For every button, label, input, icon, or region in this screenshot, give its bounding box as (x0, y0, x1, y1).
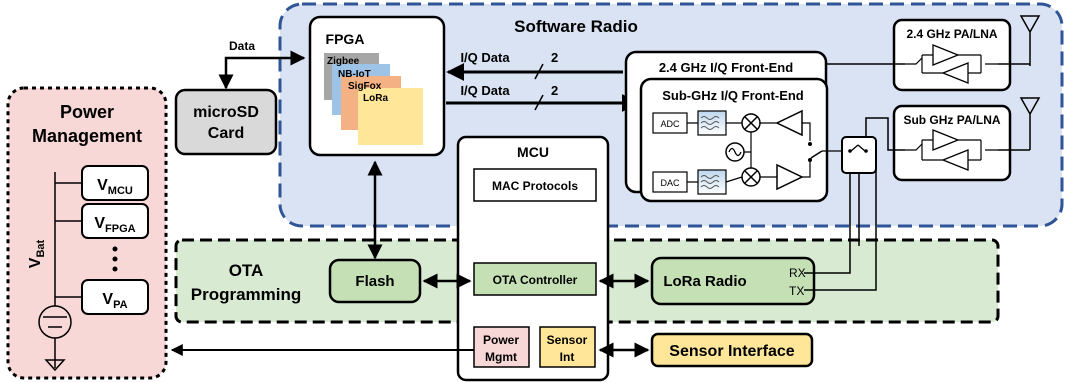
more-rails-ellipsis (112, 246, 118, 272)
rail-box-vmcu (81, 165, 149, 201)
power-mgmt-title-line1: Power (60, 102, 114, 122)
pa-lna-subghz-block: Sub GHz PA/LNA (892, 104, 1012, 182)
mac-protocols-box (473, 168, 597, 202)
microsd-line2: Card (208, 125, 244, 142)
dac-label: DAC (660, 178, 680, 188)
protocol-layer-lora (358, 88, 423, 145)
software-radio-title: Software Radio (514, 17, 638, 36)
mcu-block: MCU MAC Protocols OTA Controller Power M… (456, 135, 610, 382)
ota-controller-label: OTA Controller (493, 273, 578, 287)
filter-icon-tx (697, 169, 727, 195)
sensor-int-box (539, 326, 596, 368)
flash-label: Flash (355, 273, 394, 290)
bus-width-bottom: 2 (551, 83, 558, 98)
rail-vfpga-label: VFPGA (94, 215, 135, 235)
microsd-card-block: microSD Card (174, 88, 278, 156)
bus-slash-top (534, 63, 544, 80)
sensor-int-line2: Int (560, 350, 575, 364)
mixer-icon-tx (741, 167, 761, 187)
antenna-icon-24ghz (998, 15, 1041, 66)
pa-lna-subghz-label: Sub GHz PA/LNA (903, 113, 1000, 127)
adc-label: ADC (660, 119, 680, 129)
ota-title-line1: OTA (229, 261, 264, 280)
flash-block: Flash (328, 258, 422, 304)
data-label: Data (229, 39, 255, 53)
lora-radio-block: LoRa Radio RX TX (650, 256, 816, 306)
protocol-zigbee: Zigbee (327, 56, 360, 67)
power-management-region: Power Management VBat VMCU VFPGA VPA (6, 86, 168, 380)
frontend-24ghz-title: 2.4 GHz I/Q Front-End (659, 60, 793, 75)
antenna-icon-subghz (998, 97, 1041, 151)
trx-switch-icon (808, 142, 842, 162)
rail-box-vfpga (81, 203, 149, 239)
microsd-line1: microSD (193, 104, 259, 121)
sensor-interface-label: Sensor Interface (669, 343, 794, 360)
tx-label: TX (789, 284, 804, 298)
fpga-title: FPGA (326, 31, 365, 47)
fpga-block: FPGA Zigbee NB-IoT SigFox LoRa (308, 15, 446, 157)
sensor-interface-block: Sensor Interface (650, 332, 814, 368)
power-mgmt-title-line2: Management (32, 126, 142, 146)
vbat-label: VBat (27, 239, 47, 268)
ota-controller-box (473, 262, 597, 296)
protocol-sigfox: SigFox (348, 81, 382, 92)
pa-lna-24ghz-label: 2.4 GHz PA/LNA (906, 27, 997, 41)
oscillator-icon (725, 142, 745, 162)
sensor-int-line1: Sensor (547, 333, 588, 347)
rail-vmcu-label: VMCU (97, 177, 133, 197)
power-mgmt-line1: Power (483, 333, 519, 347)
frontend-subghz-block: Sub-GHz I/Q Front-End ADC DAC (639, 77, 842, 203)
data-arrow (218, 50, 306, 90)
ota-title-line2: Programming (191, 285, 302, 304)
mcu-title: MCU (517, 144, 549, 160)
protocol-lora: LoRa (363, 93, 388, 104)
pa-lna-24ghz-block: 2.4 GHz PA/LNA (892, 18, 1012, 92)
filter-icon-rx (697, 110, 727, 136)
iq-data-bottom-label: I/Q Data (460, 83, 510, 98)
bus-width-top: 2 (551, 50, 558, 65)
lora-rf-lines (804, 160, 877, 291)
rx-label: RX (789, 266, 806, 280)
power-mgmt-line2: Mgmt (485, 350, 517, 364)
band-switch-icon (841, 136, 877, 174)
ground-icon (44, 359, 66, 372)
rail-box-vpa (81, 279, 149, 315)
frontend-subghz-title: Sub-GHz I/Q Front-End (662, 88, 804, 103)
protocol-nbiot: NB-IoT (338, 69, 371, 80)
lora-radio-label: LoRa Radio (663, 273, 746, 290)
mac-protocols-label: MAC Protocols (492, 179, 578, 193)
rail-vpa-label: VPA (102, 291, 127, 311)
mixer-icon-rx (741, 113, 761, 133)
iq-data-top-label: I/Q Data (460, 50, 510, 65)
bus-slash-bottom (534, 94, 544, 111)
battery-icon (38, 305, 72, 339)
power-mgmt-box (473, 326, 530, 368)
